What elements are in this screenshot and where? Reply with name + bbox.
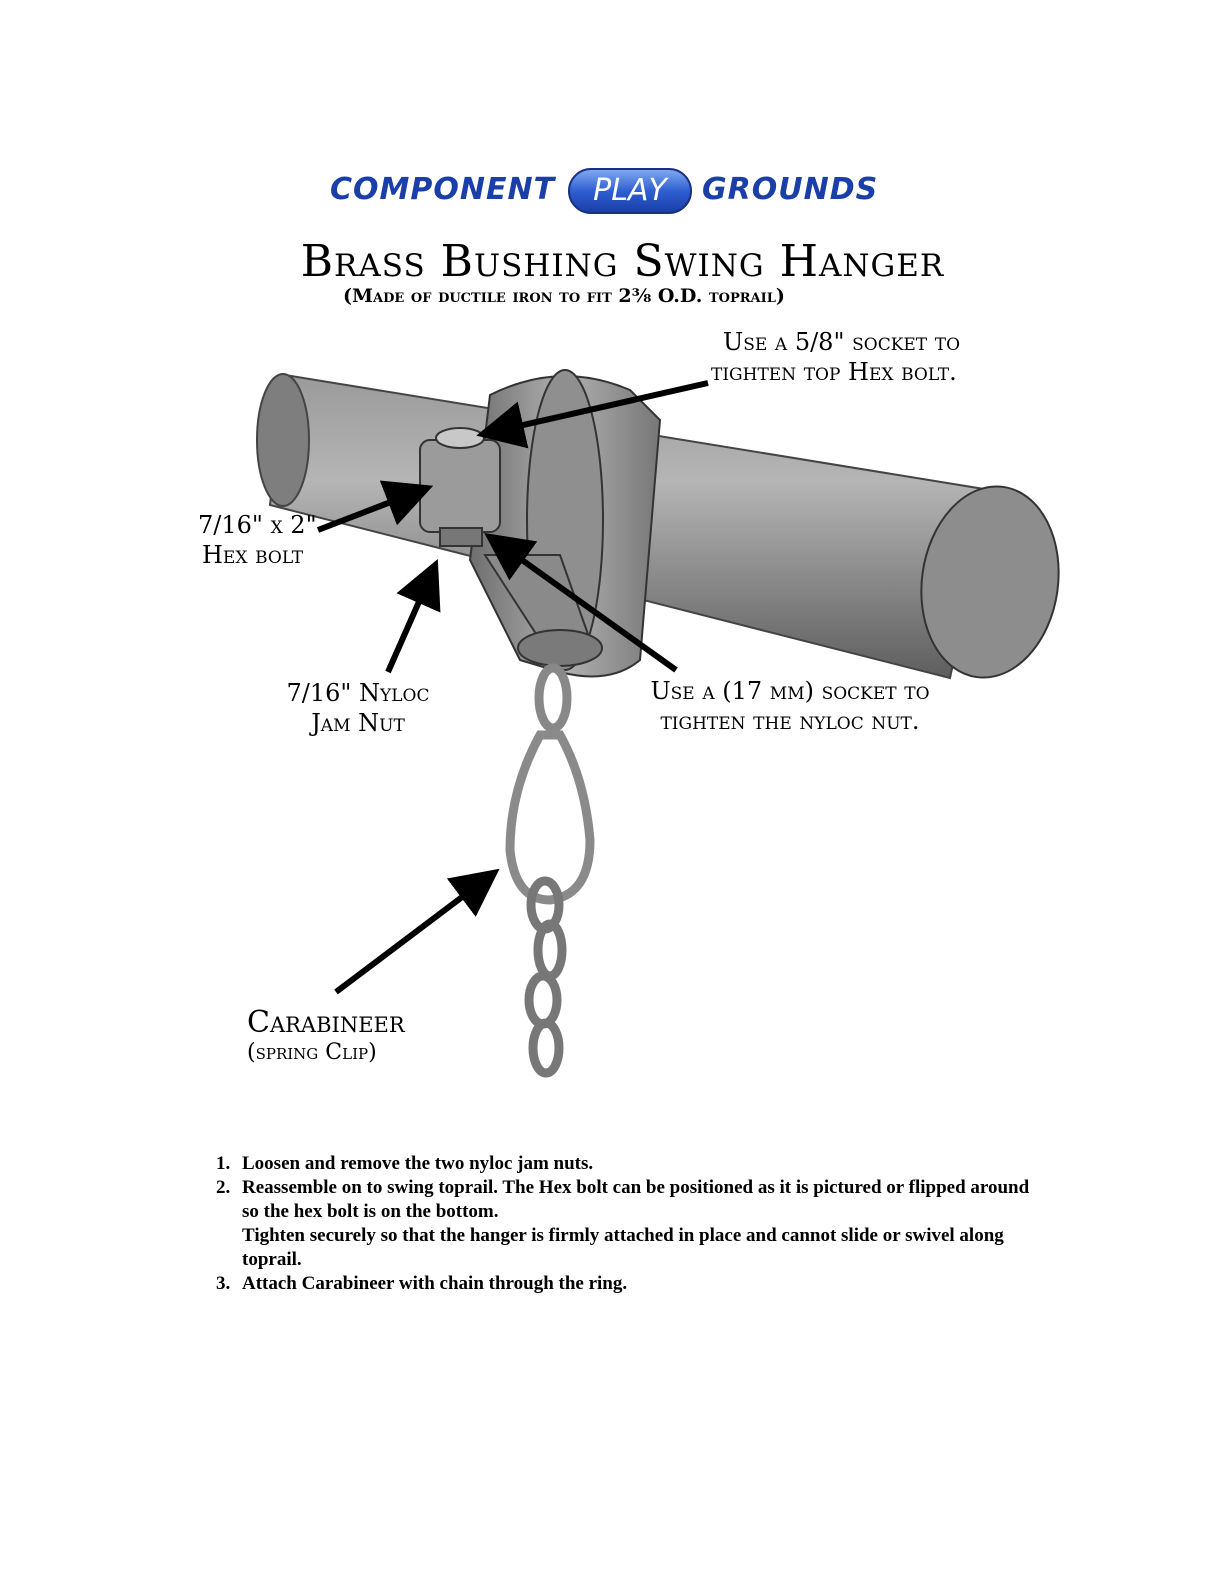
step-number: 1. [216, 1153, 231, 1174]
logo-word-grounds: GROUNDS [702, 172, 879, 207]
page-title: Brass Bushing Swing Hanger [300, 236, 945, 287]
callout-carabineer-line2: (spring Clip) [247, 1040, 377, 1065]
logo-play-badge: PLAY [568, 168, 692, 214]
callout-hex-bolt-line2: Hex bolt [202, 541, 304, 569]
callout-hex-bolt-line1: 7/16" x 2" [198, 511, 317, 539]
callout-hex-bolt: 7/16" x 2" Hex bolt [198, 510, 317, 570]
callout-carabineer-line1: Carabineer [247, 1005, 405, 1040]
callout-arrows [316, 380, 709, 995]
callout-jam-nut-line2: Jam Nut [311, 709, 405, 737]
instruction-step-3: 3. Attach Carabineer with chain through … [210, 1272, 1030, 1296]
instruction-step-1: 1. Loosen and remove the two nyloc jam n… [210, 1152, 1030, 1176]
instruction-list: 1. Loosen and remove the two nyloc jam n… [210, 1152, 1030, 1296]
logo-word-component: COMPONENT [330, 172, 556, 207]
callout-nyloc-socket-line1: Use a (17 mm) socket to [650, 677, 930, 705]
callout-nyloc-socket-line2: tighten the nyloc nut. [660, 707, 920, 735]
toprail-pipe [256, 373, 1060, 680]
instruction-step-2: 2. Reassemble on to swing toprail. The H… [210, 1176, 1030, 1272]
step-number: 3. [216, 1273, 231, 1294]
callout-nyloc-socket: Use a (17 mm) socket to tighten the nylo… [615, 676, 965, 736]
callout-jam-nut: 7/16" Nyloc Jam Nut [278, 678, 438, 738]
step-number: 2. [216, 1177, 231, 1198]
step-extra-text: Tighten securely so that the hanger is f… [242, 1225, 1004, 1270]
callout-top-socket-line1: Use a 5/8" socket to [723, 328, 961, 356]
step-text: Loosen and remove the two nyloc jam nuts… [242, 1153, 594, 1174]
component-playgrounds-logo: COMPONENT PLAY GROUNDS [330, 168, 890, 220]
callout-carabineer: Carabineer (spring Clip) [247, 1008, 405, 1068]
callout-jam-nut-line1: 7/16" Nyloc [286, 679, 430, 707]
step-text: Reassemble on to swing toprail. The Hex … [242, 1177, 1030, 1222]
callout-top-socket: Use a 5/8" socket to tighten top Hex bol… [711, 327, 961, 387]
step-text: Attach Carabineer with chain through the… [242, 1273, 628, 1294]
callout-top-socket-line2: tighten top Hex bolt. [711, 358, 957, 386]
page-subtitle: (Made of ductile iron to fit 2⅜ O.D. top… [343, 285, 785, 307]
carabineer-and-chain [505, 663, 595, 1078]
